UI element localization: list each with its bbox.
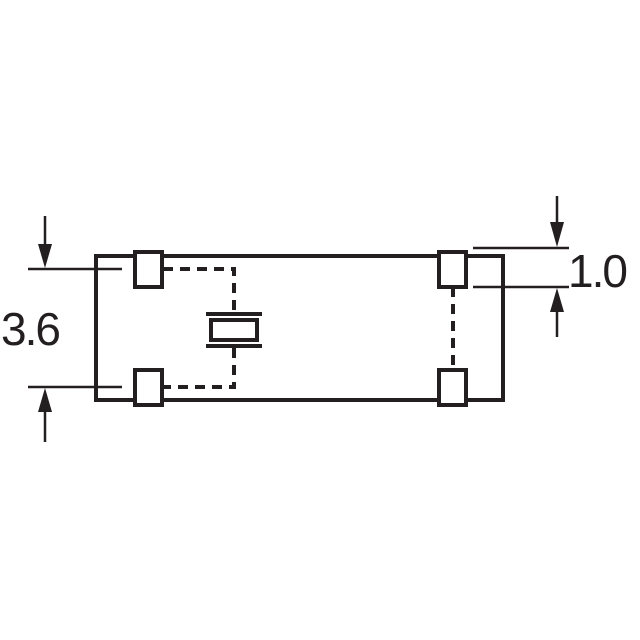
terminal-pads — [133, 250, 468, 407]
pad-bottom-left — [133, 368, 164, 407]
height-dimension-label: 3.6 — [1, 303, 59, 355]
pad-top-right — [437, 250, 468, 289]
crystal-body — [209, 318, 259, 342]
height-arrow-top-head — [38, 244, 52, 268]
crystal-symbol — [206, 312, 262, 348]
pad-dimension-label: 1.0 — [568, 245, 626, 297]
pad-top-left — [133, 250, 164, 289]
internal-connection-lines — [163, 267, 455, 389]
component-body-outline — [94, 254, 505, 402]
pad-arrow-top-head — [550, 222, 564, 247]
left-loop-dashed-path — [163, 267, 236, 310]
pad-arrow-bottom-head — [550, 288, 564, 312]
left-loop-dashed-path-lower — [163, 348, 236, 389]
pad-bottom-right — [437, 368, 468, 407]
pad-dimension — [473, 196, 569, 337]
height-arrow-bottom-head — [38, 388, 52, 412]
height-dimension — [28, 216, 122, 442]
